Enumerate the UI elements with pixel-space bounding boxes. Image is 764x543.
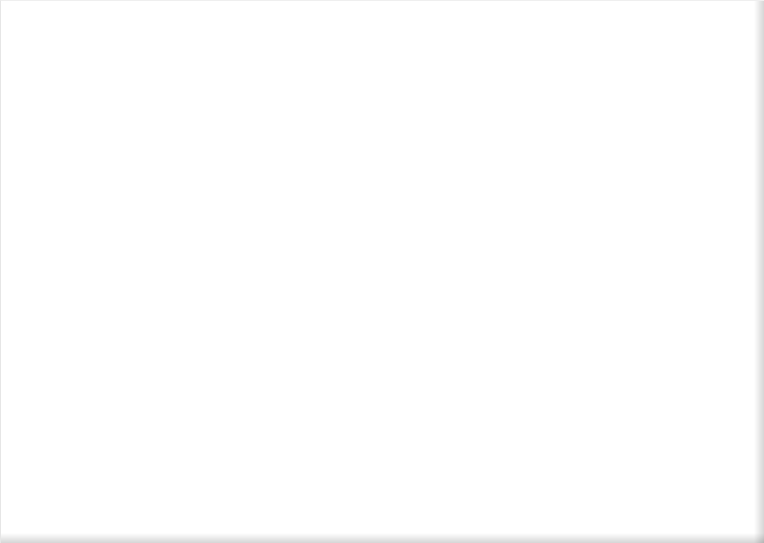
- commit-node-c2-after[interactable]: C2: [268, 345, 340, 367]
- commit-node-c3-after[interactable]: C3: [453, 411, 527, 433]
- panel-after-title: After merge command: [296, 486, 468, 503]
- branch-label-b-after: Branch B: [59, 413, 114, 427]
- commit-node-c1-after[interactable]: C1: [176, 345, 246, 367]
- commit-node-c4-after[interactable]: C4: [545, 411, 619, 433]
- commit-node-c5-after[interactable]: C5: [360, 345, 432, 367]
- branch-label-a-after: Branch A: [59, 347, 114, 361]
